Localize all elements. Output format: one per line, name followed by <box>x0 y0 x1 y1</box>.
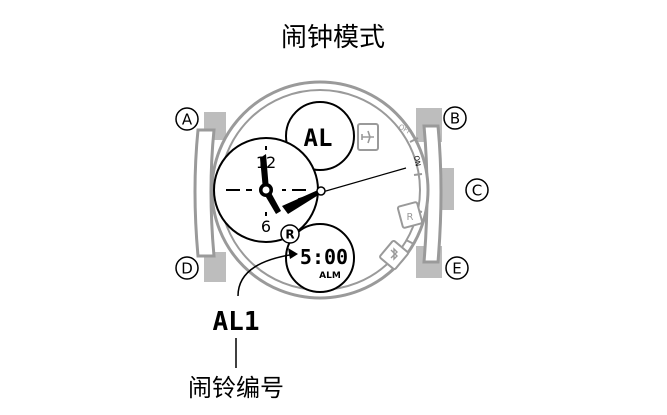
button-letter-labels <box>175 106 489 280</box>
r-indicator: R <box>396 201 424 229</box>
bottom-subdial <box>285 223 355 293</box>
callout-arrow <box>237 253 297 297</box>
page-title: 闹钟模式 <box>281 23 385 53</box>
button-e-label: E <box>452 260 461 278</box>
bottom-lcd-sub: ALM <box>319 271 341 281</box>
bottom-lcd-time: 5:00 <box>300 245 348 269</box>
main-second-hand <box>297 167 407 200</box>
button-c-label: C <box>472 182 482 200</box>
r-indicator-label: R <box>407 212 414 223</box>
alarm-code-label: AL1 <box>213 307 260 337</box>
button-a-label: A <box>182 111 193 129</box>
button-b-label: B <box>450 110 460 128</box>
bluetooth-indicator <box>379 239 409 271</box>
main-hand-pivot <box>316 186 326 196</box>
subdial-hour-hand <box>260 154 269 190</box>
airplane-indicator <box>357 123 379 151</box>
alarm-number-label: 闹铃编号 <box>188 374 284 402</box>
button-d-stem[interactable] <box>204 252 226 282</box>
airplane-icon <box>361 130 374 144</box>
button-d-label: D <box>181 260 193 278</box>
on-label: ON <box>412 155 422 167</box>
hour-6-label: 6 <box>261 217 271 236</box>
arrow-head <box>288 248 298 259</box>
top-lcd-text: AL <box>304 124 333 152</box>
bluetooth-icon <box>390 247 398 261</box>
r-badge <box>280 224 300 244</box>
left-subdial: 12 6 <box>213 137 319 243</box>
r-badge-label: R <box>285 228 294 242</box>
